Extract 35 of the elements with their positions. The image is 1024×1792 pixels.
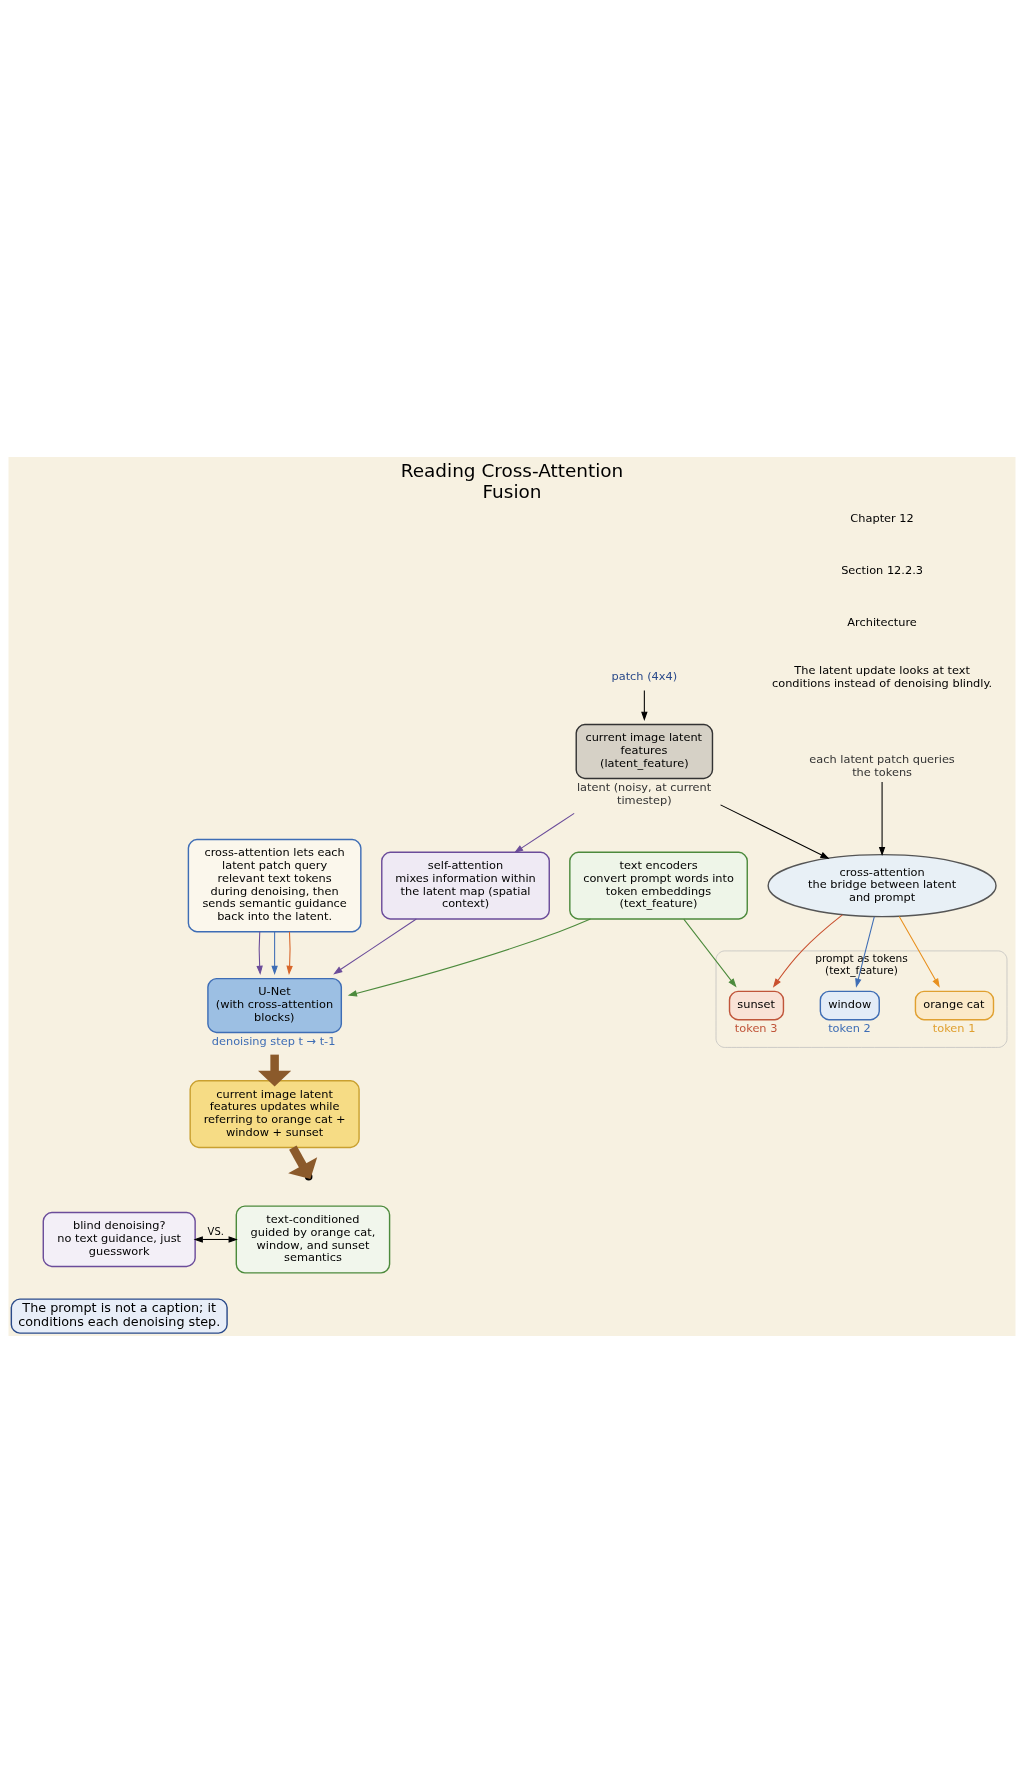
node-label: token 3 (734, 1020, 778, 1035)
arrow (641, 689, 648, 721)
label: Architecture (847, 614, 917, 629)
arrow (193, 1235, 238, 1243)
arrow (683, 918, 737, 988)
node-box: text-conditioned guided by orange cat, window, and sunset semantics (235, 1204, 391, 1274)
arrow (286, 930, 293, 975)
node-box: current image latent features updates while referring to orange cat + window + sunset (189, 1079, 360, 1148)
node-label: denoising step t → t-1 (211, 1033, 336, 1048)
arrow (855, 915, 875, 988)
caption: The prompt is not a caption; it conditions each denoising step. (18, 1299, 221, 1329)
node-text: patch (4x4) (611, 668, 678, 683)
node-box: self-attention mixes information within the latent map (spatial context) (381, 851, 550, 920)
arrow (772, 913, 843, 988)
arrow (513, 812, 575, 853)
arrow (720, 803, 830, 859)
node-box: blind denoising? no text guidance, just guesswork (42, 1211, 196, 1267)
arrow (258, 1054, 292, 1087)
arrow (347, 918, 591, 996)
node-box: cross-attention lets each latent patch query relevant text tokens during denoising, then sends semantic guidance back into the latent. (187, 838, 362, 932)
diagram-title: Reading Cross-Attention Fusion (400, 459, 624, 502)
node-label: latent (noisy, at current timestep) (576, 779, 712, 807)
arrow (878, 781, 886, 856)
node-label: token 1 (932, 1020, 976, 1035)
arrow (256, 930, 263, 975)
arrow (898, 915, 940, 988)
label: Section 12.2.3 (841, 562, 923, 577)
label: The latent update looks at text conditions instead of denoising blindly. (771, 662, 993, 690)
node-text: each latent patch queries the tokens (809, 751, 955, 778)
arrow (333, 918, 417, 974)
arrow (271, 930, 278, 975)
node-label: token 2 (828, 1020, 871, 1035)
edge-label: VS. (207, 1225, 224, 1237)
label: Chapter 12 (850, 510, 914, 525)
node-box: text encoders convert prompt words into token embeddings (text_feature) (569, 851, 748, 920)
